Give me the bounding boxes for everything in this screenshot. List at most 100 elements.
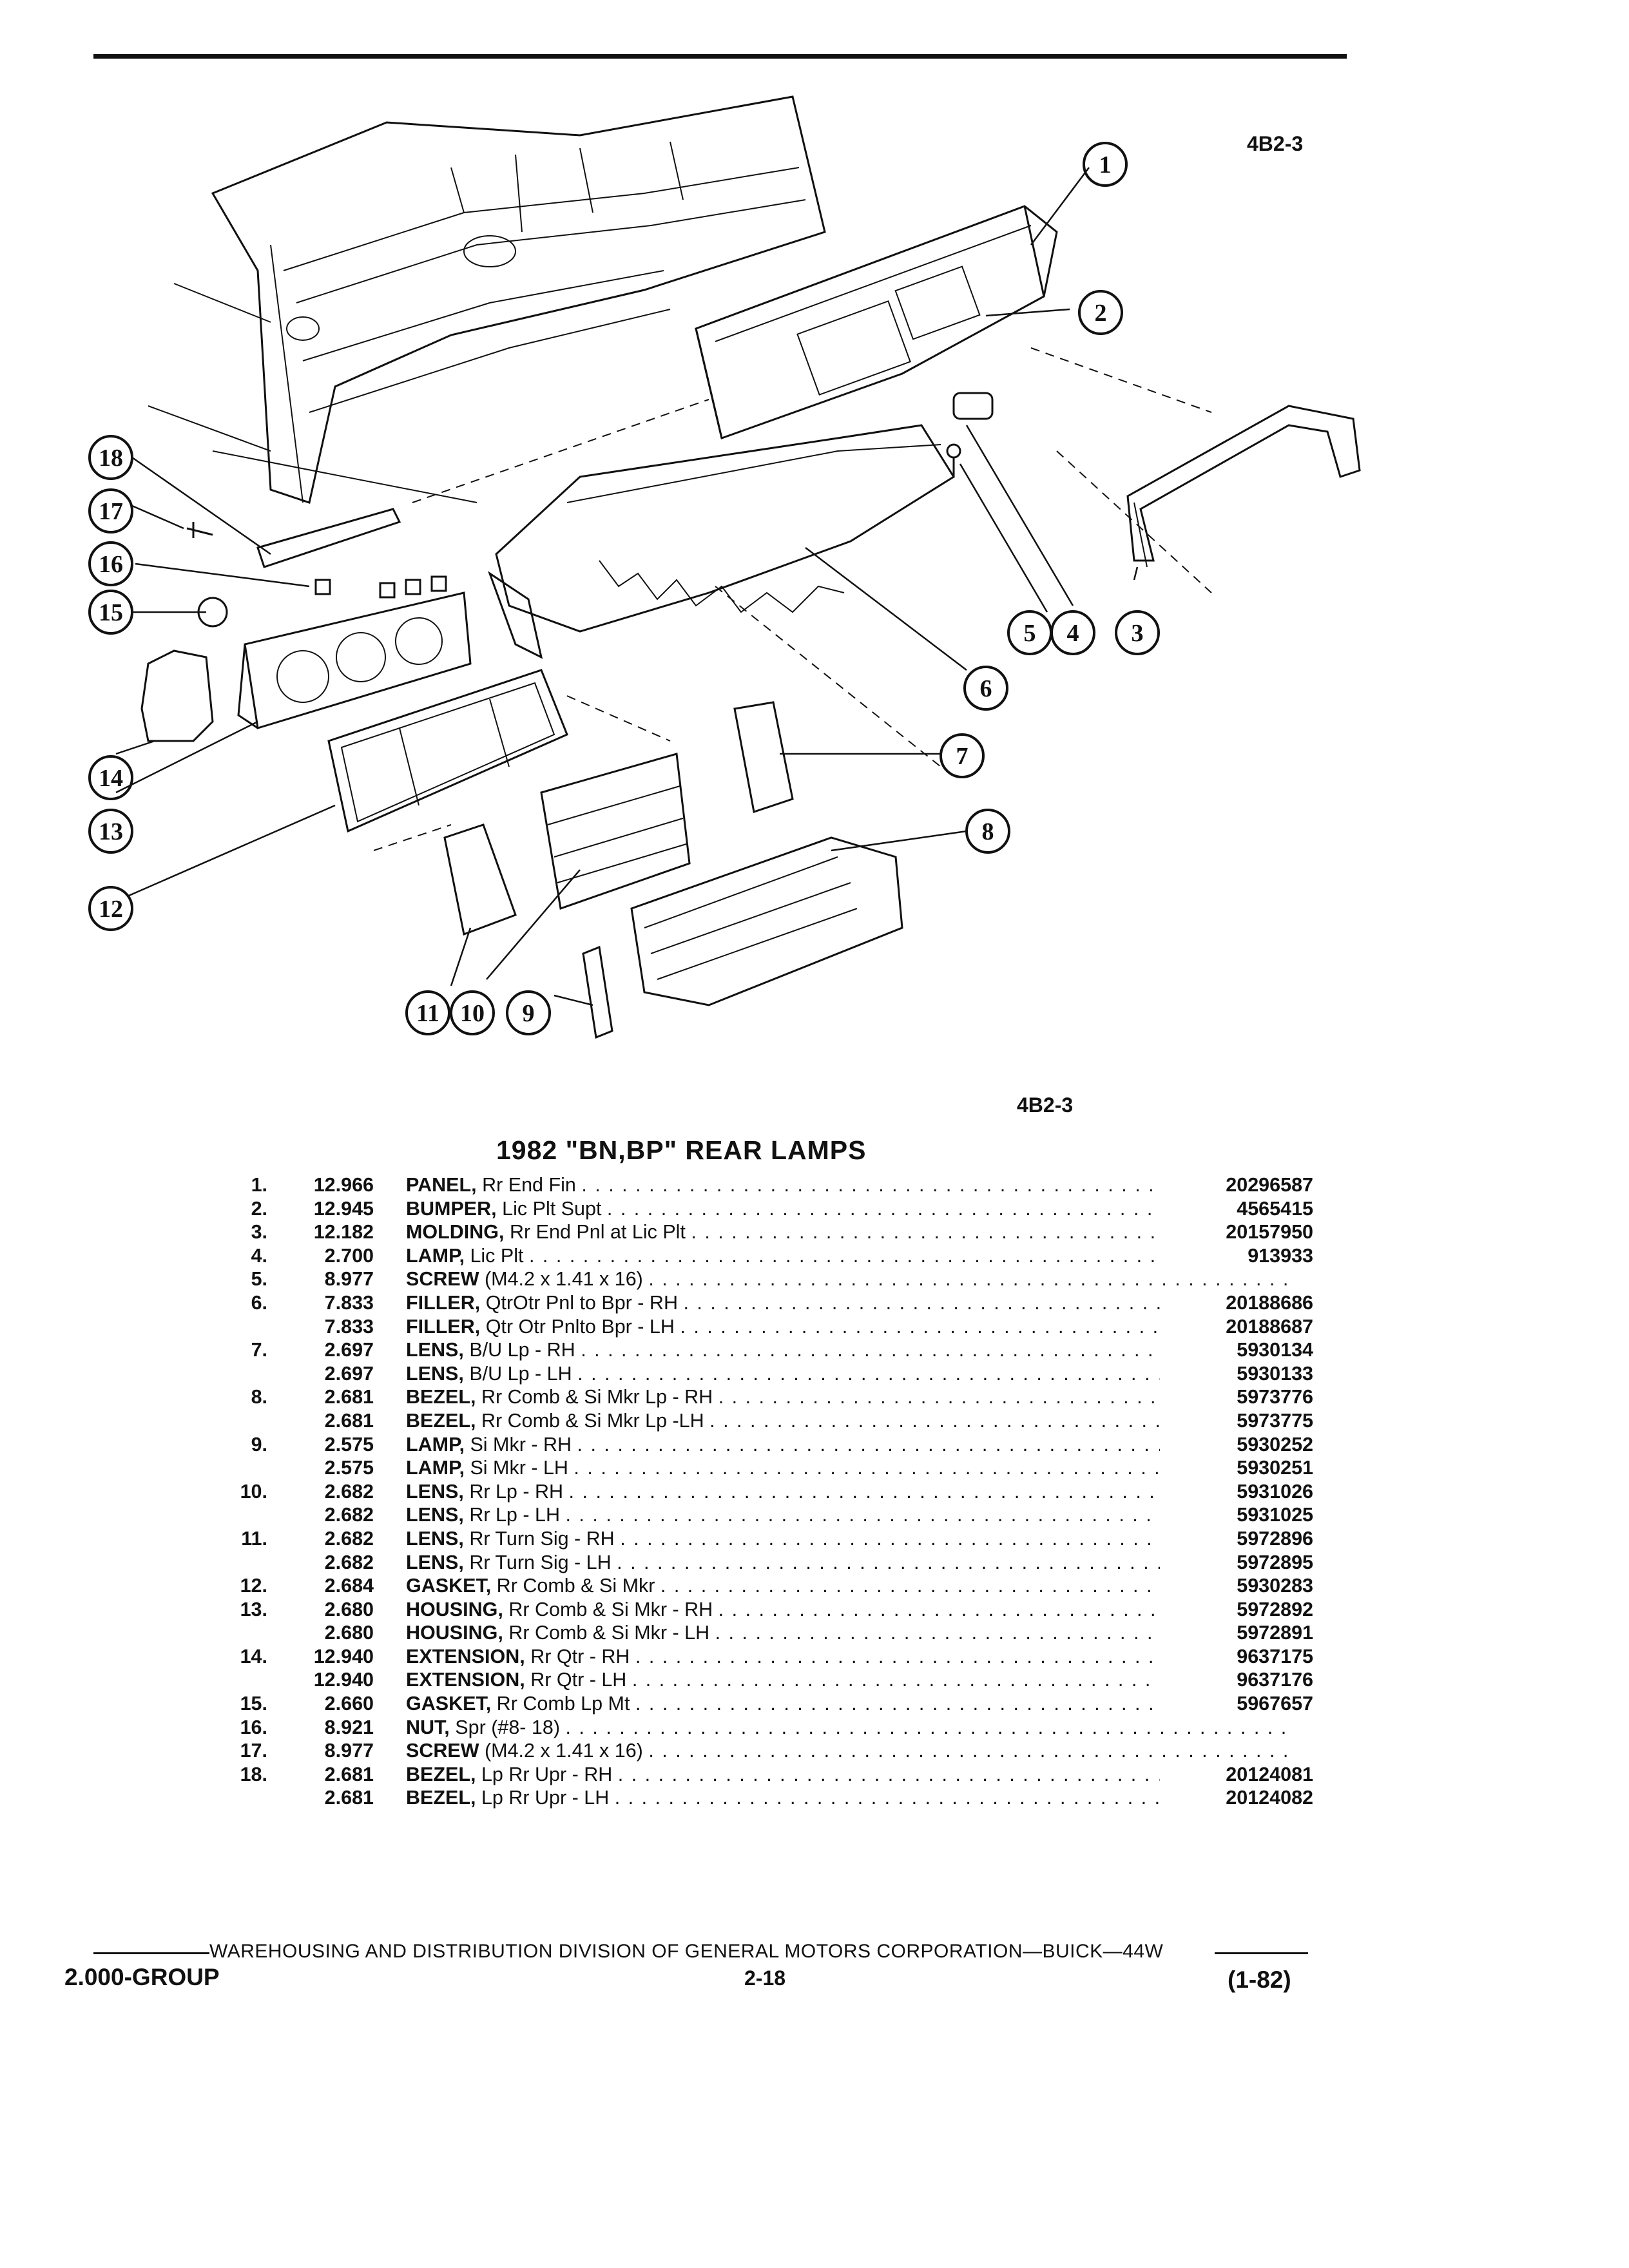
part-detail: Rr Comb & Si Mkr <box>496 1575 655 1597</box>
callout-3: 3 <box>1115 610 1160 655</box>
callout-13: 13 <box>88 809 133 854</box>
spring-nuts <box>314 575 447 599</box>
callout-6: 6 <box>963 666 1008 711</box>
callout-1: 1 <box>1083 142 1128 187</box>
group-number: 2.697 <box>324 1362 374 1385</box>
part-detail: Rr Comb & Si Mkr Lp - RH <box>481 1386 713 1408</box>
svg-text:15: 15 <box>99 599 123 626</box>
page-code-top: 4B2-3 <box>1247 132 1304 155</box>
part-detail: (M4.2 x 1.41 x 16) <box>485 1268 643 1291</box>
part-name: HOUSING, <box>406 1622 503 1644</box>
part-detail: Rr Lp - RH <box>469 1480 564 1503</box>
part-detail: Rr Turn Sig - RH <box>469 1527 615 1550</box>
callout-15: 15 <box>88 590 133 635</box>
part-detail: B/U Lp - LH <box>469 1362 572 1385</box>
group-number: 2.700 <box>324 1244 374 1267</box>
leader-dots: . . . . . . . . . . . . . . . . . . . . … <box>565 1716 1295 1738</box>
part-number: 20157950 <box>1160 1221 1313 1244</box>
group-number: 12.182 <box>313 1221 374 1244</box>
svg-text:10: 10 <box>460 1000 485 1027</box>
footer-text: WAREHOUSING AND DISTRIBUTION DIVISION OF… <box>93 1941 1318 1963</box>
svg-text:13: 13 <box>99 818 123 845</box>
quarter-extension <box>140 649 214 742</box>
rear-lamp-lens <box>540 753 691 910</box>
part-detail: (M4.2 x 1.41 x 16) <box>485 1740 643 1762</box>
group-number: 8.921 <box>324 1716 374 1738</box>
callout-18: 18 <box>88 435 133 480</box>
backup-lens <box>733 701 794 813</box>
item-number: 13. <box>240 1598 267 1620</box>
part-detail: Rr Qtr - LH <box>530 1669 627 1691</box>
footer-label: WAREHOUSING AND DISTRIBUTION DIVISION OF… <box>209 1941 1164 1962</box>
group-number: 2.682 <box>324 1551 374 1573</box>
callout-16: 16 <box>88 541 133 586</box>
part-number: 5930252 <box>1160 1433 1313 1456</box>
part-number: 9637176 <box>1160 1669 1313 1692</box>
footer-rule-left <box>93 1952 209 1954</box>
svg-text:8: 8 <box>982 818 994 845</box>
item-number: 9. <box>251 1433 267 1456</box>
rear-body-structure <box>148 95 826 504</box>
part-number: 5930133 <box>1160 1362 1313 1385</box>
part-name: BUMPER, <box>406 1197 497 1220</box>
footer-group: 2.000-GROUP <box>64 1964 220 1990</box>
callout-4: 4 <box>1050 610 1095 655</box>
side-marker-lamp <box>582 945 613 1039</box>
group-number: 12.940 <box>313 1669 374 1691</box>
group-number: 2.681 <box>324 1763 374 1785</box>
license-lamp <box>946 392 994 477</box>
part-detail: B/U Lp - RH <box>469 1339 575 1361</box>
rear-end-fin-panel <box>695 205 1058 439</box>
footer-revision: (1-82) <box>1228 1966 1291 1993</box>
part-name: LENS, <box>406 1362 464 1385</box>
part-detail: Lic Plt <box>470 1244 524 1267</box>
svg-text:6: 6 <box>980 675 992 702</box>
page-title: 1982 "BN,BP" REAR LAMPS <box>496 1135 867 1165</box>
part-name: GASKET, <box>406 1575 492 1597</box>
turn-signal-lens <box>443 823 517 936</box>
part-name: EXTENSION, <box>406 1669 525 1691</box>
item-number: 16. <box>240 1716 267 1738</box>
group-number: 12.966 <box>313 1174 374 1196</box>
part-detail: Rr Qtr - RH <box>530 1645 630 1667</box>
item-number: 5. <box>251 1268 267 1291</box>
part-name: BEZEL, <box>406 1409 476 1432</box>
part-name: MOLDING, <box>406 1221 505 1244</box>
part-name: BEZEL, <box>406 1386 476 1408</box>
part-name: PANEL, <box>406 1174 477 1196</box>
callout-2: 2 <box>1078 290 1123 335</box>
svg-text:2: 2 <box>1095 300 1107 327</box>
part-detail: Lp Rr Upr - LH <box>481 1787 610 1809</box>
item-number: 18. <box>240 1763 267 1785</box>
callout-8: 8 <box>965 809 1010 854</box>
group-number: 12.940 <box>313 1645 374 1667</box>
molding <box>1126 405 1361 568</box>
part-detail: Spr (#8- 18) <box>455 1716 560 1738</box>
part-description: SCREW (M4.2 x 1.41 x 16) . . . . . . . .… <box>406 1740 1295 1762</box>
lamp-housing <box>237 591 472 729</box>
item-number: 14. <box>240 1645 267 1667</box>
part-number: 5931025 <box>1160 1504 1313 1527</box>
part-name: BEZEL, <box>406 1787 476 1809</box>
part-detail: Rr End Pnl at Lic Plt <box>509 1221 686 1244</box>
part-number: 5930134 <box>1160 1339 1313 1362</box>
svg-text:7: 7 <box>956 743 969 770</box>
item-number: 15. <box>240 1693 267 1715</box>
part-name: LENS, <box>406 1527 464 1550</box>
svg-text:3: 3 <box>1132 620 1144 647</box>
part-number: 5967657 <box>1160 1693 1313 1716</box>
group-number: 2.681 <box>324 1409 374 1432</box>
group-number: 2.697 <box>324 1339 374 1361</box>
part-name: EXTENSION, <box>406 1645 525 1667</box>
part-name: LENS, <box>406 1480 464 1503</box>
part-name: GASKET, <box>406 1693 492 1715</box>
group-number: 8.977 <box>324 1268 374 1291</box>
part-number: 20124081 <box>1160 1763 1313 1786</box>
part-number: 5931026 <box>1160 1480 1313 1503</box>
part-number: 5972896 <box>1160 1527 1313 1550</box>
group-number: 7.833 <box>324 1291 374 1314</box>
svg-text:17: 17 <box>99 498 123 525</box>
part-number: 5973775 <box>1160 1409 1313 1432</box>
part-detail: Rr Lp - LH <box>469 1504 560 1526</box>
group-number: 2.682 <box>324 1480 374 1503</box>
